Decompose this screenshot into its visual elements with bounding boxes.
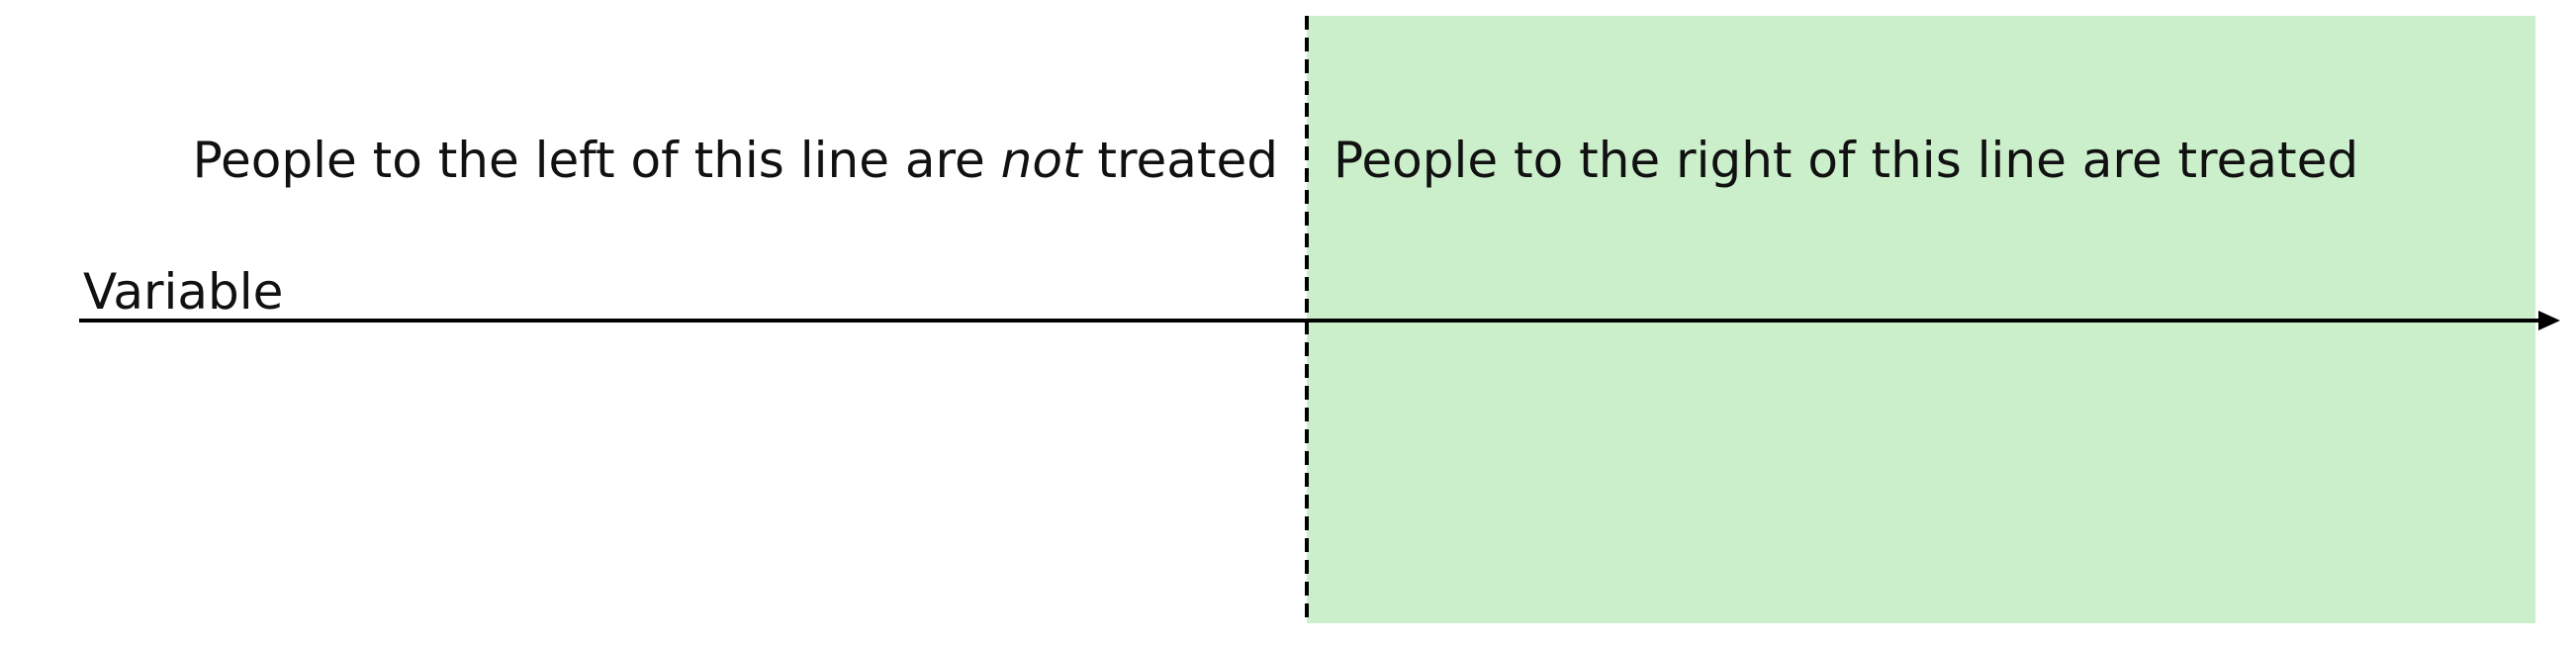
treated-label: People to the right of this line are tre…: [1334, 132, 2359, 189]
axis-label: Variable: [83, 263, 284, 321]
untreated-label: People to the left of this line are not …: [193, 136, 1278, 185]
axis-arrowhead-icon: [2538, 311, 2560, 330]
untreated-label-end: treated: [1081, 132, 1278, 189]
untreated-label-start: People to the left of this line are: [192, 132, 1001, 189]
untreated-label-emphasis: not: [1000, 132, 1082, 189]
